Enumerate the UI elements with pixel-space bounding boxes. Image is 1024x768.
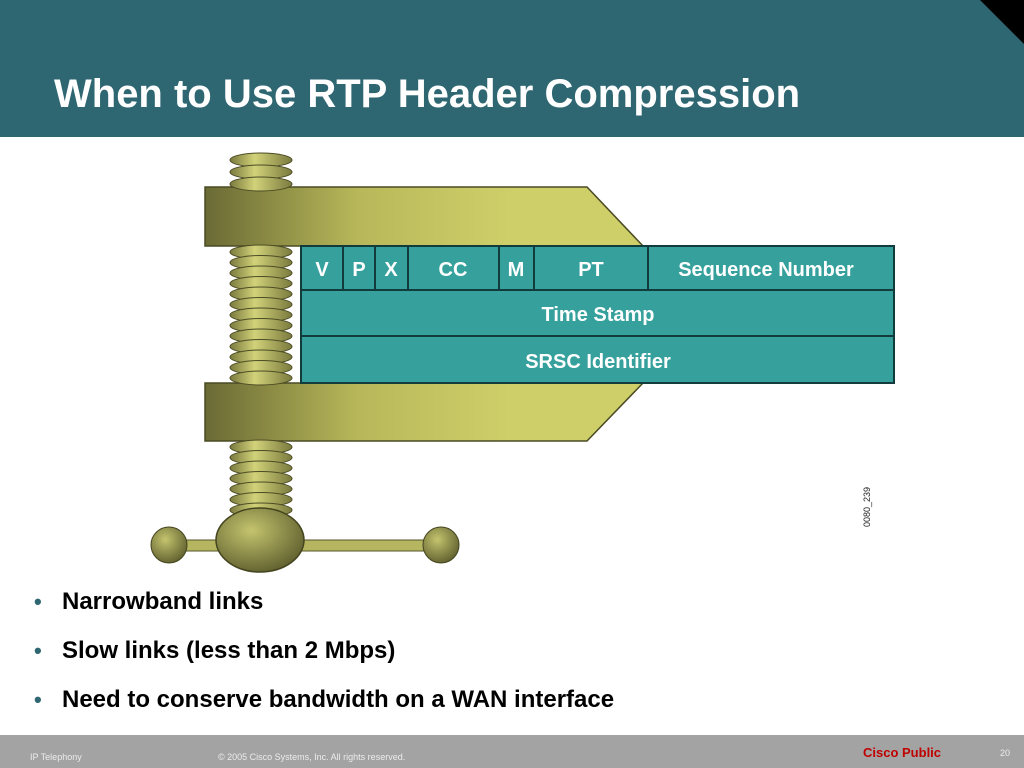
footer-copyright: © 2005 Cisco Systems, Inc. All rights re… (218, 752, 406, 762)
clamp-lower-jaw (204, 382, 645, 442)
field-v (300, 245, 344, 291)
field-label-time-stamp: Time Stamp (542, 304, 655, 326)
handle-left-knob (150, 526, 188, 564)
title-bar: When to Use RTP Header Compression (0, 0, 1024, 137)
screw-hub (215, 507, 305, 573)
field-label-sequence-number: Sequence Number (678, 259, 854, 281)
footer-bar: IP Telephony © 2005 Cisco Systems, Inc. … (0, 735, 1024, 768)
field-label-cc: CC (439, 259, 468, 281)
field-label-v: V (315, 259, 329, 281)
page-number: 20 (1000, 748, 1011, 758)
field-label-pt: PT (578, 259, 604, 281)
corner-mark (980, 0, 1024, 44)
bullet-list: • Narrowband links • Slow links (less than… (34, 585, 614, 732)
field-label-p: P (352, 259, 365, 281)
clamp-screw (229, 152, 293, 518)
figure-code: 0080_239 (862, 486, 872, 527)
screw-coil (229, 370, 293, 386)
field-label-x: X (384, 259, 398, 281)
bullet-text: Narrowband links (62, 588, 264, 615)
bullet-item: • Slow links (less than 2 Mbps) (34, 634, 614, 683)
clamp-upper-jaw (204, 186, 645, 247)
bullet-dot-icon: • (34, 589, 42, 614)
footer-classification: Cisco Public (863, 745, 942, 760)
bullet-text: Need to conserve bandwidth on a WAN inte… (62, 686, 615, 713)
bullet-dot-icon: • (34, 687, 42, 712)
bullet-item: • Narrowband links (34, 585, 614, 634)
bullet-item: • Need to conserve bandwidth on a WAN int… (34, 683, 614, 732)
bullet-text: Slow links (less than 2 Mbps) (62, 637, 396, 664)
field-srsc-identifier (300, 335, 895, 384)
slide-title: When to Use RTP Header Compression (54, 72, 801, 116)
field-label-m: M (508, 259, 525, 281)
handle-bar (169, 539, 446, 552)
bullet-dot-icon: • (34, 638, 42, 663)
rtp-clamp-diagram: V P X CC M PT Sequence Number Time Stamp… (150, 152, 895, 573)
field-label-srsc-identifier: SRSC Identifier (525, 351, 671, 373)
footer-course-name: IP Telephony (30, 752, 82, 762)
screw-coil (229, 176, 293, 192)
handle-right-knob (422, 526, 460, 564)
rtp-header: V P X CC M PT Sequence Number Time Stamp… (300, 245, 895, 384)
